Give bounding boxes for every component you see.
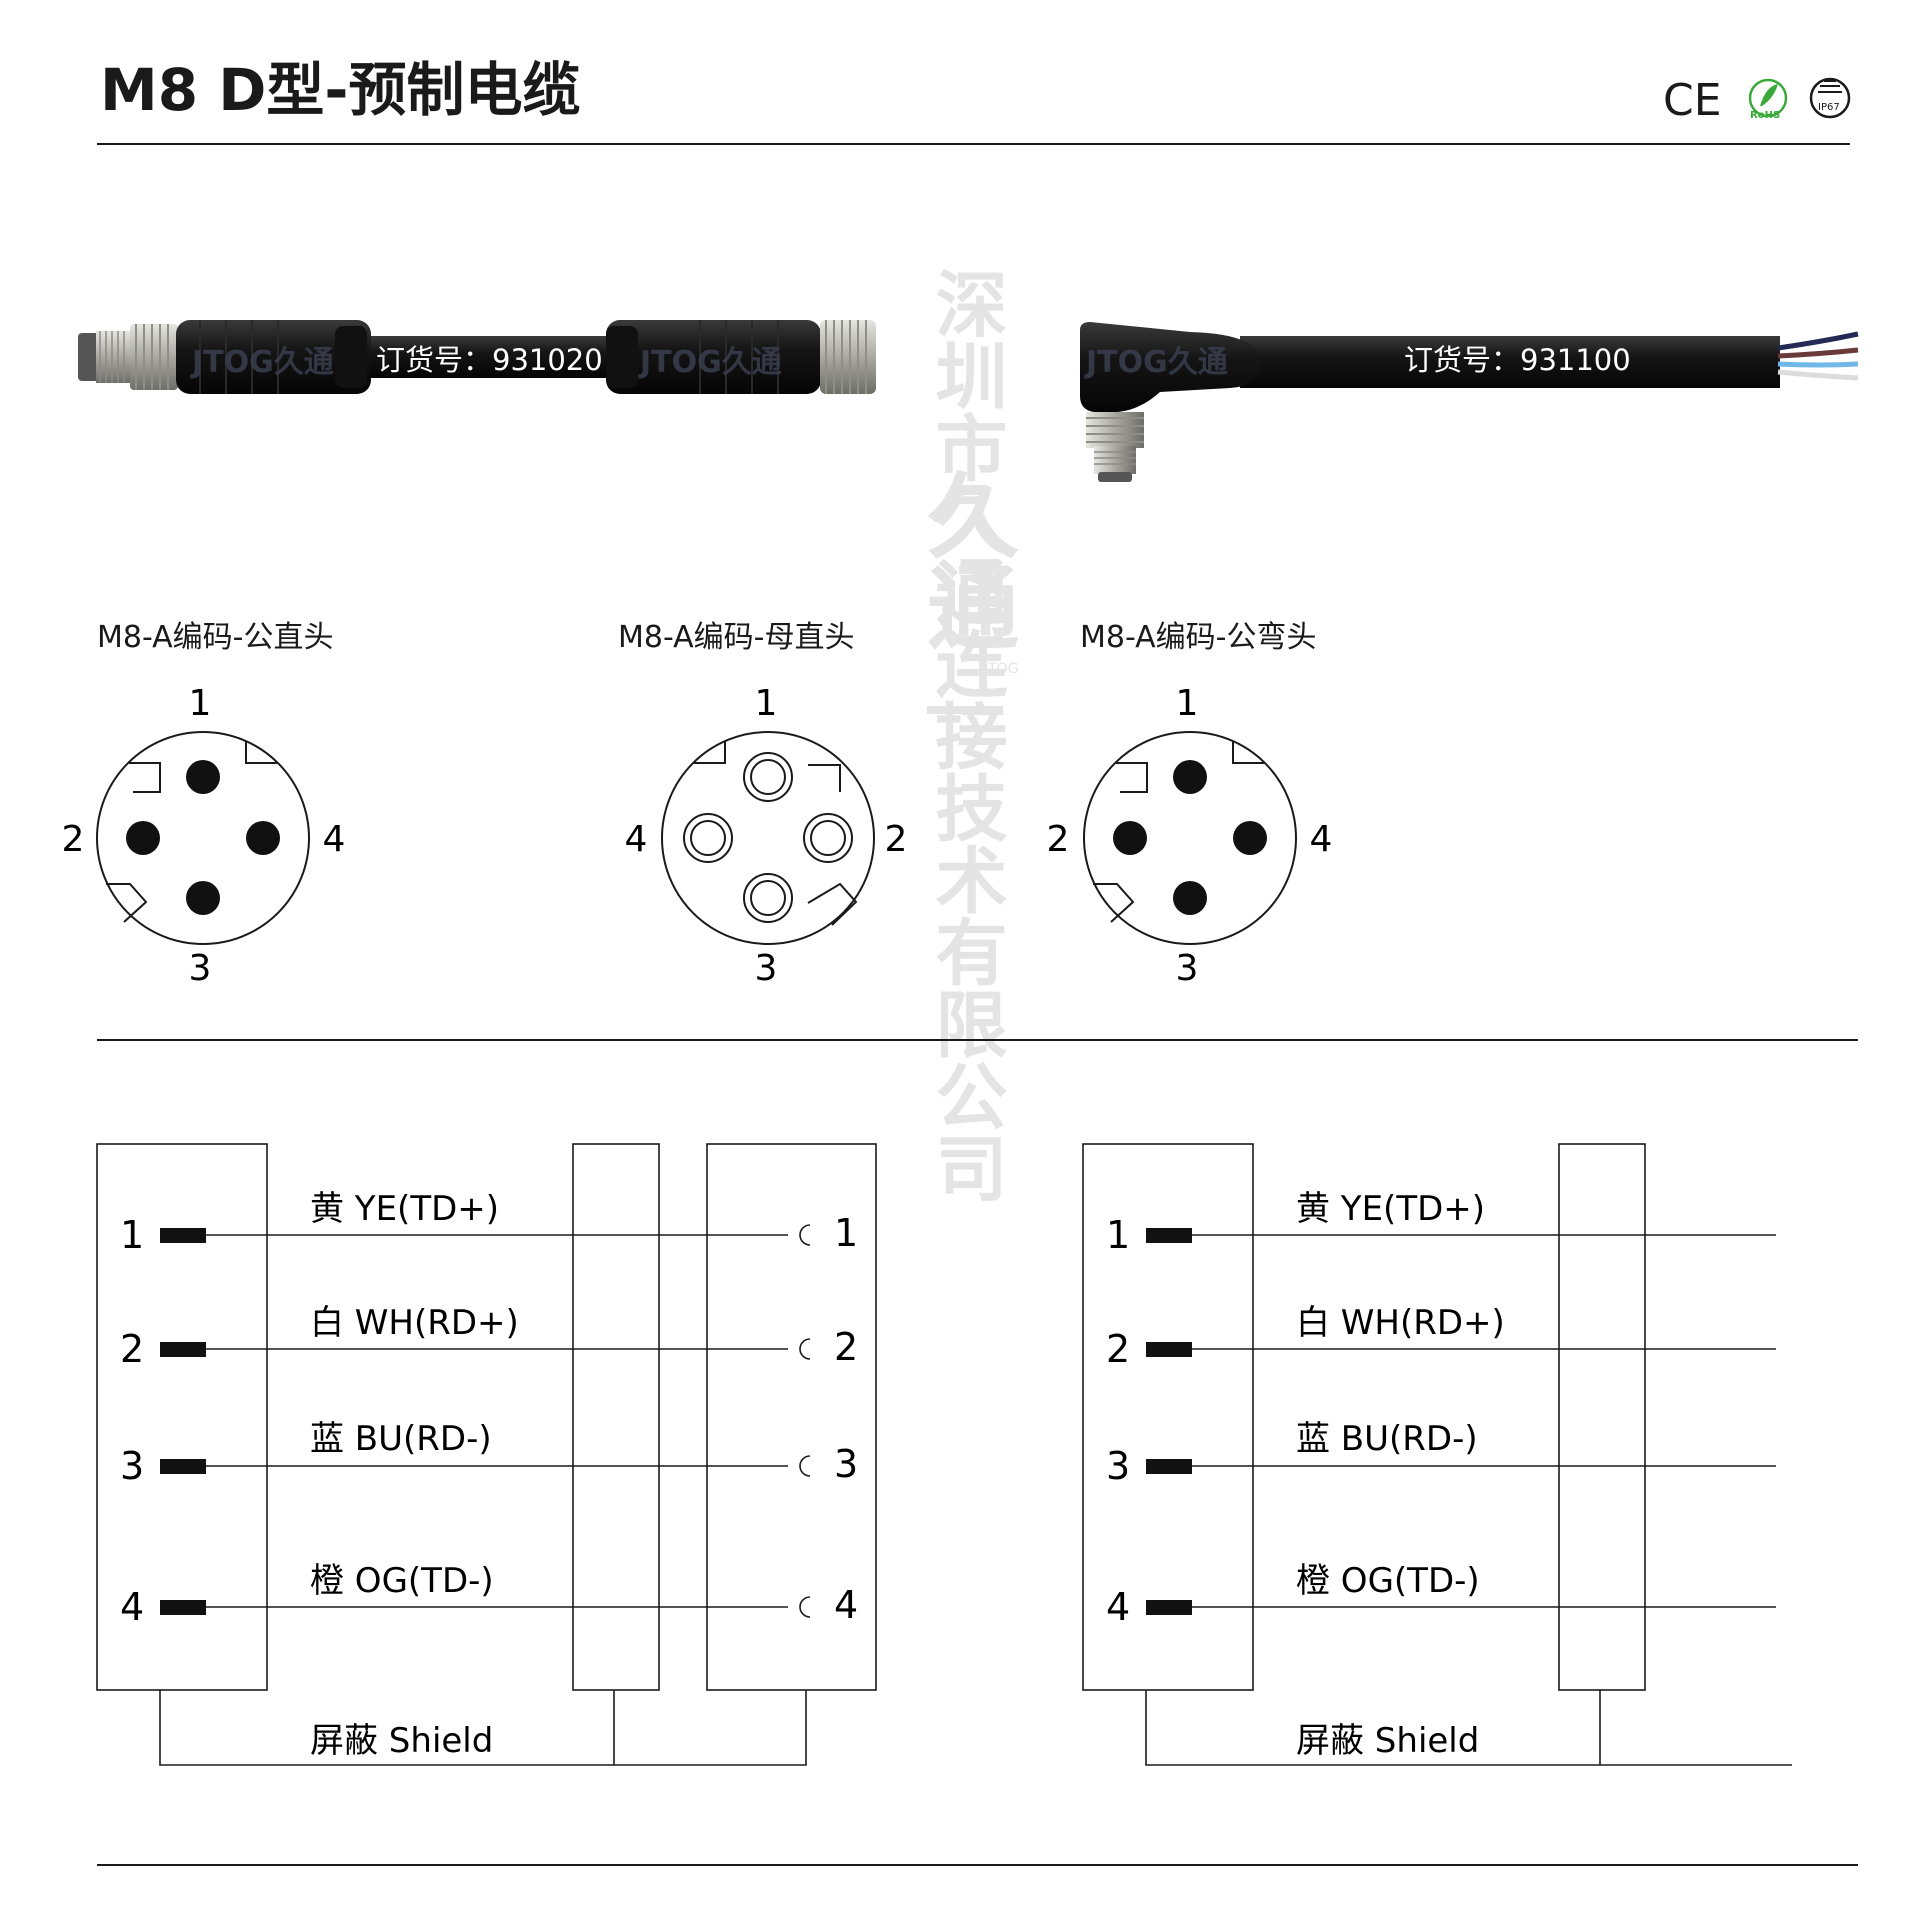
wire-label-og: 橙 OG(TD-) [310,1561,494,1601]
pin-number: 2 [885,819,908,860]
pin-number: 2 [834,1325,858,1369]
wire-label-bu: 蓝 BU(RD-) [310,1419,492,1459]
pin-number: 2 [120,1327,144,1371]
brand-mark: JTOG久通 [190,345,334,380]
svg-text:CE: CE [1663,75,1722,126]
pin-number: 4 [120,1585,144,1629]
pinout-label: M8-A编码-母直头 [618,620,854,655]
wire-label-og: 橙 OG(TD-) [1296,1561,1480,1601]
wire-label-bu: 蓝 BU(RD-) [1296,1419,1478,1459]
rohs-icon: RoHS [1748,78,1788,121]
pin-number: 3 [755,948,778,989]
page-title: M8 D型-预制电缆 [100,56,580,124]
pin-number: 4 [1106,1585,1130,1629]
wiring-labels-angled: 1 2 3 4 黄 YE(TD+) 白 WH(RD+) 蓝 BU(RD-) 橙 … [1106,1189,1505,1761]
wiring-labels-straight: 1 2 3 4 1 2 3 4 黄 YE(TD+) 白 WH(RD+) 蓝 BU… [120,1189,858,1761]
pin-number: 2 [1047,819,1070,860]
ce-mark-icon: CE [1663,75,1722,126]
pin-number: 3 [834,1442,858,1486]
order-number-label: 订货号：931020 [376,343,603,377]
pin-number: 1 [120,1213,144,1257]
ip67-icon: IP67 [1809,77,1851,119]
svg-text:IP67: IP67 [1818,102,1840,113]
pinout-label: M8-A编码-公直头 [97,620,333,655]
wiring-diagram-straight [96,1143,877,1766]
pin-number: 3 [1176,948,1199,989]
svg-text:RoHS: RoHS [1750,110,1780,121]
pin-number: 4 [834,1583,858,1627]
pin-number: 4 [1310,819,1333,860]
wire-label-ye: 黄 YE(TD+) [310,1189,499,1229]
pin-number: 2 [62,819,85,860]
pin-number: 4 [323,819,346,860]
pin-number: 1 [755,683,778,724]
pin-number: 1 [834,1211,858,1255]
watermark-brand: 久通 [912,468,1019,652]
pin-number: 2 [1106,1327,1130,1371]
watermark: 久通 JTOG 深圳市久通连接技术有限公司 [912,267,1019,1203]
watermark-brand-en: JTOG [983,661,1019,677]
pin-number: 4 [625,819,648,860]
product-image-931020: JTOG久通 JTOG久通 订货号：931020 [78,320,876,394]
order-number-label: 订货号：931100 [1404,343,1631,377]
wire-label-wh: 白 WH(RD+) [1296,1303,1505,1343]
wiring-diagram-angled [1082,1143,1792,1766]
pin-number: 3 [189,948,212,989]
pin-number: 1 [1176,683,1199,724]
pinout-label: M8-A编码-公弯头 [1080,620,1316,655]
brand-mark: JTOG久通 [1084,345,1228,380]
shield-label: 屏蔽 Shield [310,1721,493,1761]
wire-label-ye: 黄 YE(TD+) [1296,1189,1485,1229]
pin-number: 3 [120,1444,144,1488]
pin-number: 1 [189,683,212,724]
wire-label-wh: 白 WH(RD+) [310,1303,519,1343]
pin-number: 1 [1106,1213,1130,1257]
pinout-male-angled: M8-A编码-公弯头 1 2 4 3 [1047,620,1333,989]
product-image-931100: JTOG久通 订货号：931100 [1080,322,1859,482]
watermark-company: 深圳市久通连接技术有限公司 [923,267,1007,1203]
shield-label: 屏蔽 Shield [1296,1721,1479,1761]
brand-mark: JTOG久通 [638,345,782,380]
pinout-male-straight: M8-A编码-公直头 1 2 4 3 [62,620,346,989]
pin-number: 3 [1106,1444,1130,1488]
pinout-female-straight: M8-A编码-母直头 1 4 2 3 [618,620,907,989]
